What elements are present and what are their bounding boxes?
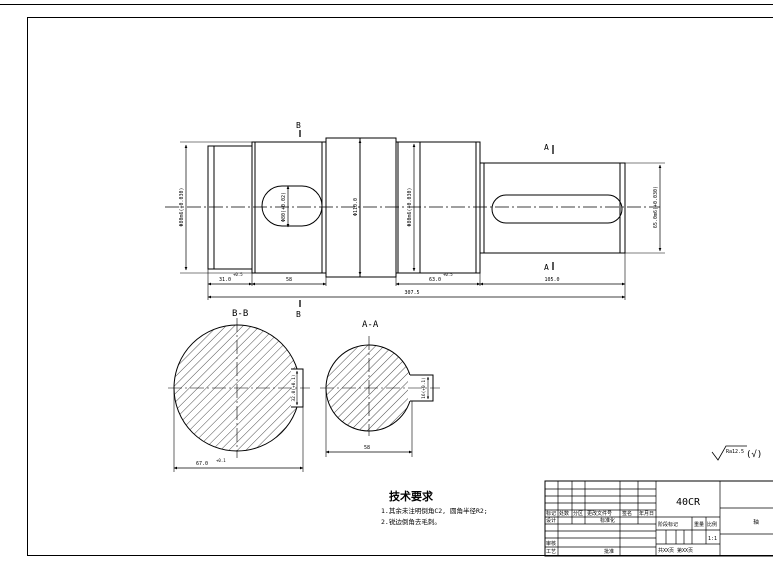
- tb-h-stage: 阶段标记: [658, 521, 678, 528]
- tb-part-name: 轴: [753, 518, 759, 526]
- tb-h-mark: 标记: [546, 510, 556, 517]
- tb-h-scale: 比例: [707, 521, 717, 528]
- dim-len-left: 31.0: [219, 277, 231, 283]
- keyway-b: [261, 185, 323, 227]
- section-aa-title: A-A: [362, 320, 379, 330]
- tb-material: 40CR: [676, 497, 701, 508]
- dim-len-mid: 58: [286, 277, 292, 283]
- tb-h-std: 标准化: [600, 517, 615, 524]
- tb-h-approve: 批准: [604, 548, 614, 555]
- tb-h-process: 工艺: [546, 549, 556, 555]
- tb-h-design: 设计: [546, 517, 556, 524]
- section-bb: [168, 318, 310, 472]
- drawing-frame: [27, 17, 773, 556]
- dim-len-end: 105.0: [544, 277, 559, 283]
- tech-req-title: 技术要求: [389, 489, 434, 503]
- shaft-left-journal: [207, 145, 253, 270]
- section-aa-keyway-depth: 16(+0.1): [421, 377, 427, 399]
- shaft-key-section: [251, 141, 327, 274]
- dim-len-total: 307.5: [404, 290, 419, 296]
- tech-req-item-2: 2.锐边倒角去毛刺。: [381, 517, 441, 526]
- section-bb-width: 67.0: [196, 461, 208, 467]
- tb-h-count: 处数: [559, 510, 569, 517]
- dim-len-right: 63.0: [429, 277, 441, 283]
- dim-len-left-tol: +0.5: [233, 272, 243, 277]
- tb-h-weight: 重量: [694, 521, 704, 528]
- dim-dia-right: Φ80m6(+0.030): [407, 187, 413, 226]
- tech-req-item-1: 1.其余未注明倒角C2, 圆角半径R2;: [381, 506, 488, 515]
- shaft-collar: [325, 137, 397, 278]
- tb-h-date: 年月日: [639, 510, 654, 517]
- section-bb-keyway-depth: 32.0(+0.1): [291, 374, 297, 401]
- keyway-a: [491, 194, 623, 224]
- tb-h-doc: 更改文件号: [587, 510, 612, 517]
- dim-dia-keyway: Φ80(+0.02): [281, 192, 287, 222]
- tb-h-zone: 分区: [573, 510, 583, 517]
- section-aa-width: 58: [364, 445, 370, 451]
- section-aa: [320, 336, 440, 457]
- dim-dia-shaft-end: 65.0m6(+0.030): [653, 186, 659, 228]
- dim-len-right-tol: +0.5: [443, 272, 453, 277]
- section-mark-b-bottom: B: [296, 310, 301, 319]
- surface-finish-symbol: [711, 445, 747, 461]
- tb-sheet: 共XX页 第XX页: [658, 547, 693, 554]
- section-bb-title: B-B: [232, 309, 248, 319]
- sheet-top-border: [0, 4, 773, 5]
- tb-h-review: 审核: [546, 540, 556, 547]
- dim-dia-collar: Φ110.0: [353, 198, 359, 216]
- tb-scale-value: 1:1: [708, 536, 717, 542]
- section-mark-a-bottom: A: [544, 263, 549, 272]
- shaft-end: [479, 162, 626, 254]
- section-mark-b-top: B: [296, 121, 301, 130]
- surface-finish-ra: Ra12.5: [726, 449, 744, 455]
- surface-finish-paren: (√): [746, 449, 762, 460]
- section-mark-a-top: A: [544, 143, 549, 152]
- section-bb-width-tol: +0.1: [216, 458, 226, 463]
- tb-h-sign: 签名: [622, 510, 632, 517]
- dim-dia-left: Φ80m6(+0.030): [179, 187, 185, 226]
- shaft-main-view: [165, 130, 665, 307]
- title-block-grid: [544, 480, 773, 557]
